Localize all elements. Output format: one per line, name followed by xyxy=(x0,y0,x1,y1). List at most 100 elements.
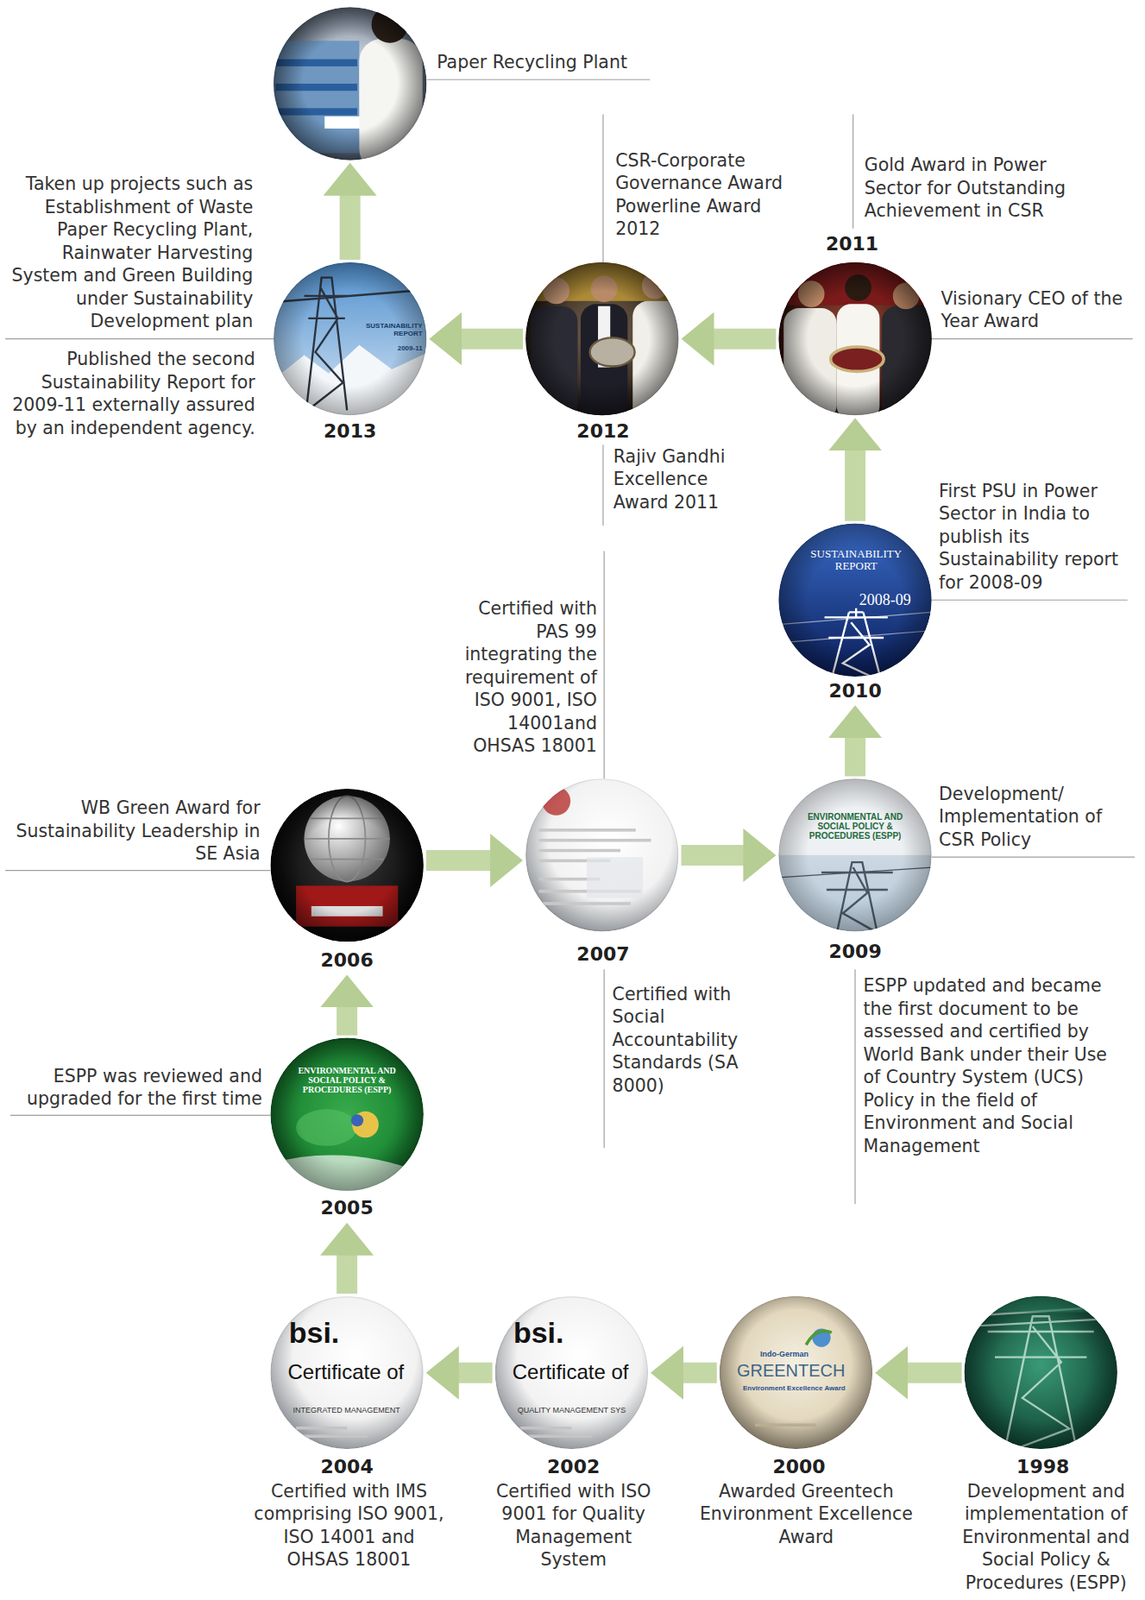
circle-outline-ring xyxy=(274,263,427,416)
photo-award-2012 xyxy=(525,262,686,424)
photo-text: SUSTAINABILITY REPORT xyxy=(800,547,912,573)
circle-outline xyxy=(778,778,932,932)
milestone-text: Awarded Greentech Environment Excellence… xyxy=(696,1479,916,1549)
art-rect xyxy=(538,838,651,843)
circle-outline xyxy=(270,788,423,942)
photo-globe-award-2006 xyxy=(270,788,424,942)
timeline-arrow xyxy=(336,1000,358,1035)
art-circle xyxy=(525,778,679,932)
photo-text: SUSTAINABILITY REPORT xyxy=(348,322,422,339)
photo-text: bsi. xyxy=(513,1316,586,1349)
milestone-text: Published the second Sustainability Repo… xyxy=(4,347,256,440)
year-label: 2009 xyxy=(809,940,901,964)
art-circle xyxy=(525,262,679,416)
art-circle xyxy=(270,1037,424,1190)
photo-certificate-2007 xyxy=(525,778,679,932)
photo-greentech-2000 xyxy=(719,1295,873,1449)
photo-award-2011 xyxy=(778,262,935,421)
timeline-arrow xyxy=(454,328,523,350)
milestone-text: Taken up projects such as Establishment … xyxy=(4,172,254,334)
circle-outline-ring xyxy=(720,1296,873,1449)
art-circle xyxy=(778,523,932,677)
milestone-text: ESPP was reviewed and upgraded for the f… xyxy=(14,1064,263,1111)
milestone-text: ESPP updated and became the first docume… xyxy=(863,974,1127,1158)
art-rect xyxy=(754,1422,817,1427)
art-circle xyxy=(270,1037,424,1190)
photo-espp-2005 xyxy=(270,1037,424,1194)
photo-text: bsi. xyxy=(289,1316,361,1349)
art-circle xyxy=(270,788,424,942)
circle-outline-ring xyxy=(495,1296,648,1449)
milestone-circle: 2013Taken up projects such as Establishm… xyxy=(273,262,427,416)
circle-outline-ring xyxy=(270,1296,423,1449)
circle-outline-ring xyxy=(270,1038,423,1191)
art-path xyxy=(805,1330,832,1345)
circle-outline xyxy=(273,6,427,160)
year-label: 2012 xyxy=(557,420,649,444)
milestone-circle: 2007Certified with PAS 99 integrating th… xyxy=(525,778,679,932)
milestone-circle: 2009Development/ Implementation of CSR P… xyxy=(778,778,932,932)
circle-outline xyxy=(525,262,679,416)
photo-text: ENVIRONMENTAL AND SOCIAL POLICY & PROCED… xyxy=(286,1065,408,1095)
photo-certificate-2002 xyxy=(495,1295,648,1449)
photo-text: ENVIRONMENTAL AND SOCIAL POLICY & PROCED… xyxy=(794,811,916,841)
timeline-arrow xyxy=(339,188,361,260)
milestone-text: Development and implementation of Enviro… xyxy=(949,1479,1144,1595)
art-circle xyxy=(719,1295,873,1449)
photo-espp-2009 xyxy=(778,778,932,934)
art-circle xyxy=(270,788,424,942)
circle-outline-ring xyxy=(779,524,932,677)
art-circle xyxy=(541,786,571,816)
milestone-text: Gold Award in Power Sector for Outstandi… xyxy=(864,153,1070,223)
circle-outline xyxy=(778,262,932,416)
circle-outline-ring xyxy=(779,779,932,932)
milestone-text: Certified with Social Accountability Sta… xyxy=(612,982,756,1098)
photo-text: GREENTECH xyxy=(736,1360,855,1380)
year-label: 1998 xyxy=(997,1455,1089,1479)
art-rect xyxy=(586,856,643,898)
art-circle xyxy=(495,1295,648,1449)
art-circle xyxy=(273,262,427,416)
milestone-text: Certified with PAS 99 integrating the re… xyxy=(441,597,598,758)
year-label: 2011 xyxy=(805,232,898,257)
timeline-arrow xyxy=(336,1248,358,1294)
timeline-arrow xyxy=(676,1362,718,1384)
art-rect xyxy=(295,1426,347,1430)
milestone-circle: 1998Development and implementation of En… xyxy=(964,1295,1118,1449)
milestone-circle: 2011Gold Award in Power Sector for Outst… xyxy=(778,262,932,416)
art-circle xyxy=(273,6,427,160)
circle-outline-ring xyxy=(274,7,427,160)
milestone-text: Rajiv Gandhi Excellence Award 2011 xyxy=(613,445,747,515)
milestone-text: Paper Recycling Plant xyxy=(436,50,656,75)
photo-text: Certificate of xyxy=(512,1360,641,1384)
art-circle xyxy=(964,1295,1118,1449)
art-circle xyxy=(778,262,932,416)
art-circle xyxy=(525,262,679,416)
circle-outline-ring xyxy=(779,263,932,416)
timeline-arrow xyxy=(452,1362,493,1384)
photo-text: Indo-German xyxy=(760,1350,832,1359)
photo-text: Environment Excellence Award xyxy=(742,1384,857,1393)
circle-outline-ring xyxy=(965,1296,1118,1449)
photo-text: INTEGRATED MANAGEMENT xyxy=(292,1406,410,1416)
timeline-arrow xyxy=(707,328,777,350)
milestone-text: CSR-Corporate Governance Award Powerline… xyxy=(615,149,784,241)
milestone-text: WB Green Award for Sustainability Leader… xyxy=(7,796,260,866)
milestone-text: Visionary CEO of the Year Award xyxy=(940,287,1137,334)
art-circle xyxy=(778,778,932,932)
year-label: 2000 xyxy=(753,1455,845,1479)
timeline-arrow xyxy=(681,844,751,866)
art-rect xyxy=(538,901,630,906)
circle-outline xyxy=(270,1038,423,1191)
art-rect xyxy=(520,1426,572,1430)
year-label: 2005 xyxy=(301,1196,393,1221)
art-circle xyxy=(270,1295,424,1449)
milestone-text: Certified with IMS comprising ISO 9001, … xyxy=(251,1479,447,1572)
timeline-arrow xyxy=(844,443,866,521)
year-label: 2010 xyxy=(809,679,901,704)
milestone-circle: 2006WB Green Award for Sustainability Le… xyxy=(270,788,423,942)
photo-text: 2009-11 xyxy=(383,345,423,353)
art-rect xyxy=(538,828,636,832)
art-circle xyxy=(964,1295,1118,1449)
